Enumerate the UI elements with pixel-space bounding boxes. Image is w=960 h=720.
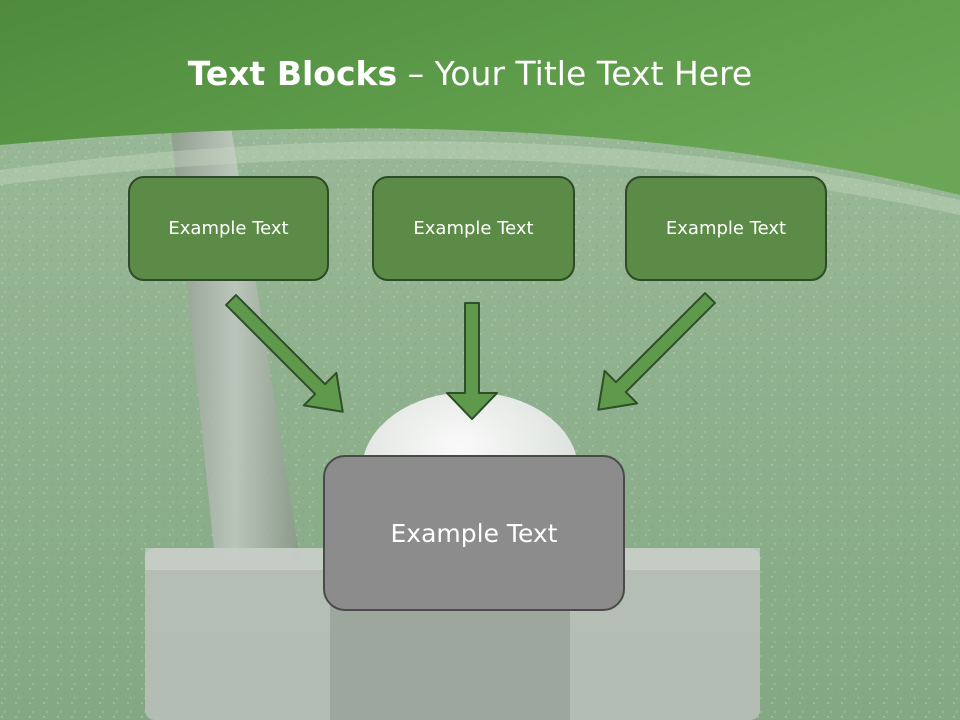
text-block-left-label: Example Text: [168, 218, 289, 239]
text-block-bottom[interactable]: Example Text: [323, 455, 625, 611]
title-rest-part: – Your Title Text Here: [397, 54, 753, 93]
text-block-right-label: Example Text: [665, 218, 787, 239]
text-block-right[interactable]: Example Text: [625, 176, 827, 281]
text-block-bottom-label: Example Text: [390, 518, 558, 548]
slide-title: Text Blocks – Your Title Text Here: [0, 52, 940, 96]
text-block-left[interactable]: Example Text: [128, 176, 329, 281]
title-bold-part: Text Blocks: [187, 54, 398, 93]
text-block-center-label: Example Text: [413, 218, 534, 239]
text-block-center[interactable]: Example Text: [372, 176, 575, 281]
